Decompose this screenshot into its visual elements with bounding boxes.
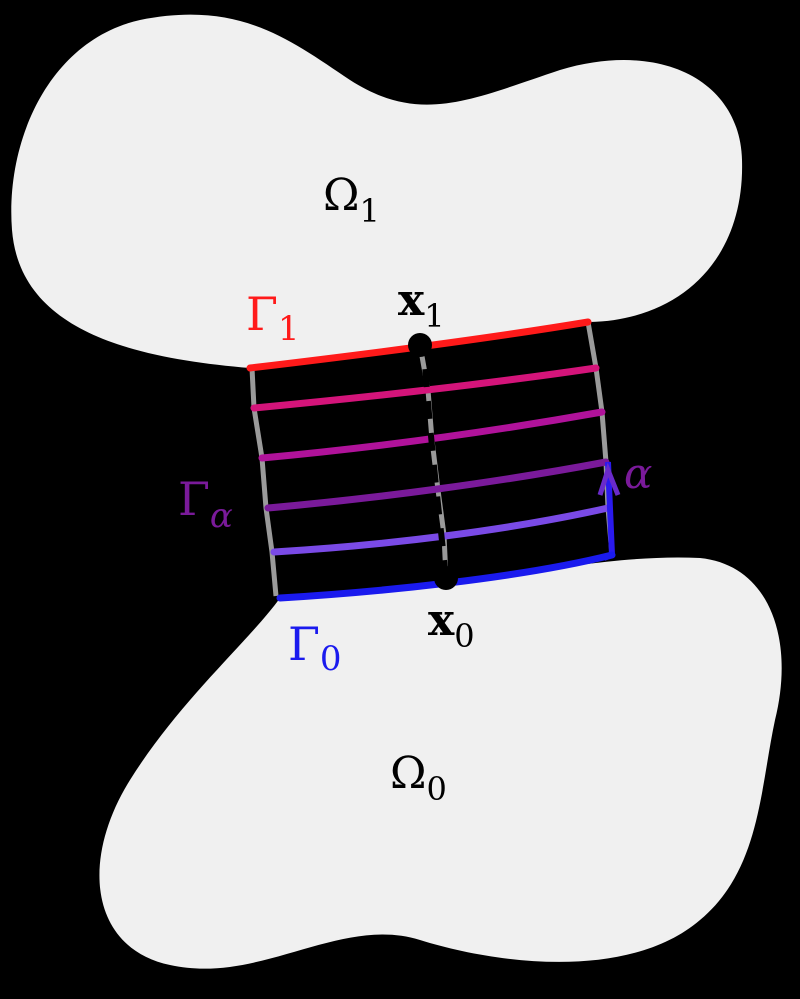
alpha-arrow-head bbox=[597, 462, 621, 496]
left-connector bbox=[249, 367, 279, 597]
gamma0-label: Γ0 bbox=[288, 617, 342, 679]
gamma-alpha-label: Γα bbox=[178, 472, 233, 536]
gamma1-label: Γ1 bbox=[246, 287, 300, 349]
omega0-region bbox=[99, 557, 782, 969]
omega1-label: Ω1 bbox=[323, 170, 380, 230]
intermediate-interfaces bbox=[250, 364, 612, 556]
x1-label: x1 bbox=[398, 275, 445, 335]
omega1-region bbox=[11, 14, 743, 369]
intermediate-curve-3 bbox=[264, 458, 610, 512]
alpha-label: α bbox=[624, 449, 652, 498]
x0-label: x0 bbox=[428, 595, 475, 655]
x1-point bbox=[408, 333, 432, 357]
x0-point bbox=[434, 566, 458, 590]
x0-to-x1-arrow bbox=[421, 349, 449, 579]
omega0-label: Ω0 bbox=[390, 748, 447, 808]
intermediate-curve-1 bbox=[250, 364, 600, 412]
intermediate-curve-4 bbox=[270, 504, 612, 556]
